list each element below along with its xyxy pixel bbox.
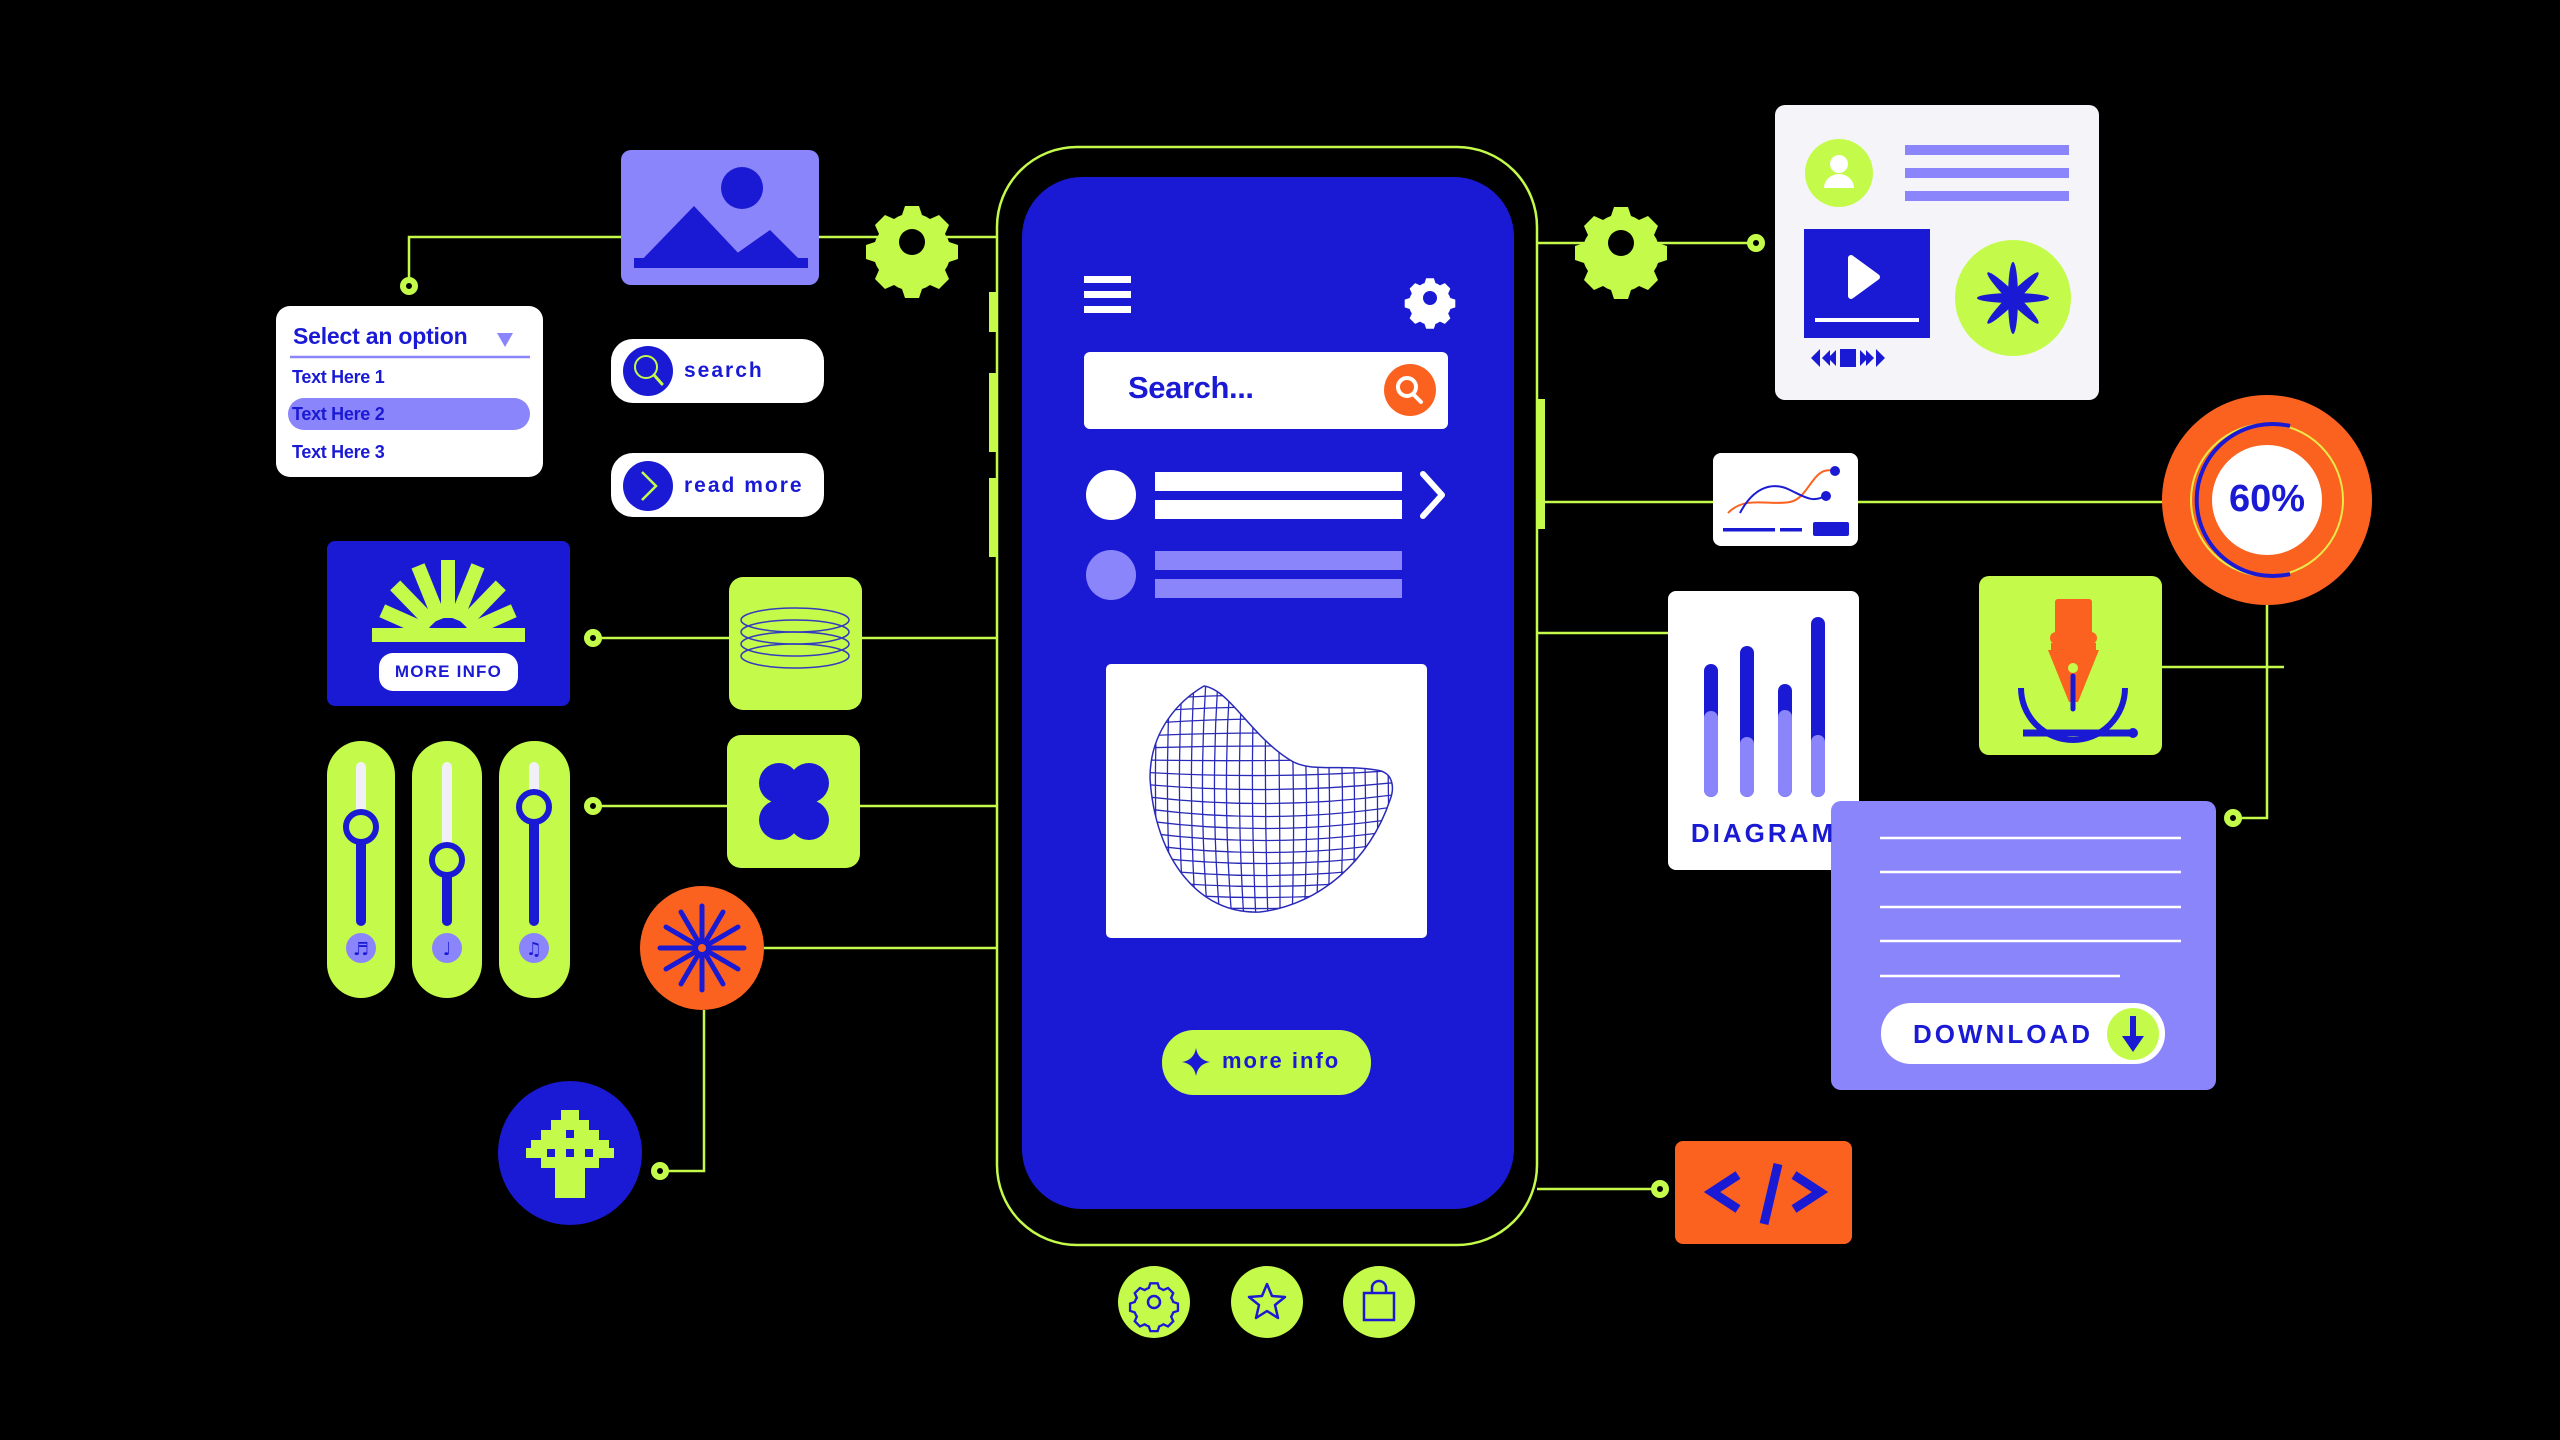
sunburst-card: [327, 541, 570, 706]
slider-3[interactable]: [499, 741, 570, 998]
svg-text:♬: ♬: [353, 939, 369, 960]
list-row-active: [1086, 470, 1445, 520]
search-pill-bg: [611, 339, 824, 403]
read-more-button[interactable]: read more: [611, 453, 824, 517]
search-placeholder: Search...: [1128, 370, 1254, 405]
phone-more-info-button[interactable]: more info: [1162, 1030, 1371, 1095]
list-item[interactable]: [1084, 468, 1448, 524]
pixel-tree-icon: [498, 1081, 642, 1225]
svg-text:♩: ♩: [443, 939, 452, 960]
media-card: [1775, 105, 2099, 400]
image-icon: [621, 150, 819, 285]
dropdown-card-bg: [276, 306, 543, 477]
list-row-muted: [1086, 550, 1402, 600]
dropdown-title[interactable]: Select an option: [293, 323, 468, 349]
code-button[interactable]: [1675, 1141, 1852, 1244]
bottom-nav-icons: [1118, 1266, 1415, 1338]
list-item[interactable]: [1084, 548, 1448, 604]
volume-sliders: ♬ ♩ ♫: [327, 741, 570, 998]
magnifier-icon: [623, 346, 673, 396]
connector-lines: [407, 235, 2284, 1191]
line-chart-icon: [1713, 453, 1858, 546]
phone-cta-bg: [1162, 1030, 1371, 1095]
sparkle-icon: [1182, 1048, 1210, 1076]
more-info-card-button[interactable]: MORE INFO: [379, 653, 518, 691]
arrow-down-icon: [2122, 1036, 2144, 1052]
read-more-pill-bg: [611, 453, 824, 517]
pen-tool-icon: [1979, 576, 2162, 755]
code-brackets-icon: [1675, 1141, 1852, 1244]
phone-settings-icon: [1404, 278, 1456, 329]
gear-icon: [866, 206, 958, 298]
progress-label: 60%: [2228, 478, 2306, 520]
chevron-right-icon: [1420, 471, 1445, 519]
slider-2[interactable]: [412, 741, 482, 998]
gear-icon: [1575, 207, 1667, 299]
media-controls: [1811, 349, 1885, 367]
connector-dots: [400, 234, 2242, 1198]
phone-search-bg: [1084, 352, 1448, 429]
dropdown-item[interactable]: Text Here 1: [292, 367, 385, 387]
nav-cart-button[interactable]: [1343, 1266, 1415, 1338]
document-card: [1831, 801, 2216, 1090]
chevron-right-icon: [623, 461, 673, 511]
phone-settings-button[interactable]: [1408, 276, 1452, 320]
clover-icon: [727, 735, 860, 868]
phone-image: [1106, 664, 1427, 938]
dropdown-item[interactable]: Text Here 3: [292, 442, 385, 462]
search-button[interactable]: search: [611, 339, 824, 403]
hamburger-icon: [1084, 276, 1131, 313]
slider-1[interactable]: [327, 741, 395, 998]
download-button[interactable]: DOWNLOAD: [1881, 1003, 2165, 1064]
download-label: DOWNLOAD: [1913, 1019, 2093, 1049]
wireframe-mesh-icon: [1106, 664, 1427, 938]
user-icon: [1830, 155, 1848, 173]
spring-coil-icon: [729, 577, 862, 710]
triangle-down-icon[interactable]: [492, 326, 520, 354]
phone-more-info-label: more info: [1222, 1048, 1341, 1073]
diagram-label: DIAGRAM: [1690, 818, 1837, 848]
search-button-label: search: [684, 359, 764, 382]
nav-favorites-button[interactable]: [1231, 1266, 1303, 1338]
search-icon: [1384, 364, 1436, 416]
nav-settings-button[interactable]: [1118, 1266, 1190, 1338]
bar-chart-card: [1668, 591, 1859, 870]
svg-text:♫: ♫: [526, 939, 542, 960]
phone-search-button[interactable]: [1384, 364, 1436, 416]
play-icon: [1848, 255, 1880, 299]
asterisk-icon: [1977, 262, 2049, 334]
phone-search-input[interactable]: Search...: [1084, 352, 1384, 429]
read-more-label: read more: [684, 474, 804, 497]
progress-ring: [2162, 395, 2372, 605]
dropdown-item-selected[interactable]: Text Here 2: [292, 404, 385, 424]
hamburger-menu-button[interactable]: [1080, 270, 1135, 318]
video-play-button[interactable]: [1804, 229, 1930, 338]
starburst-icon: [640, 886, 764, 1010]
